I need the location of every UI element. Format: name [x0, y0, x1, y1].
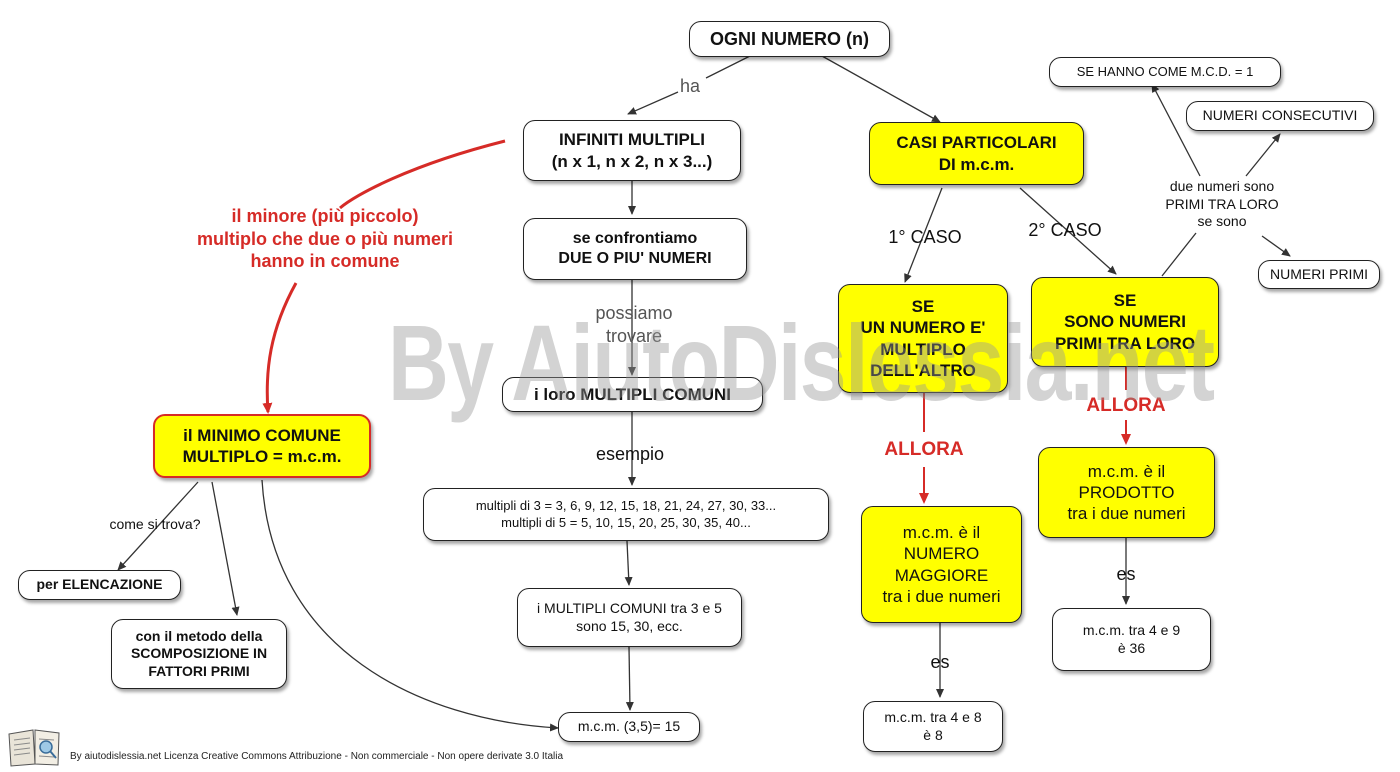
label-allora-caso1: ALLORA — [884, 439, 964, 460]
link-ha-infiniti — [627, 91, 679, 115]
node-numeri-consecutivi: NUMERI CONSECUTIVI — [1186, 101, 1374, 131]
node-ogni-numero: OGNI NUMERO (n) — [689, 21, 890, 57]
label-caso1: 1° CASO — [888, 227, 962, 247]
label-esempio: esempio — [595, 444, 665, 464]
node-multipli-comuni: i loro MULTIPLI COMUNI — [502, 377, 763, 412]
label-definizione-mcm: il minore (più piccolo) multiplo che due… — [196, 206, 453, 271]
node-prodotto: m.c.m. è il PRODOTTO tra i due numeri — [1038, 447, 1215, 538]
book-logo-icon — [8, 729, 60, 767]
link-minimo-mcm — [261, 479, 559, 732]
node-caso1: SE UN NUMERO E' MULTIPLO DELL'ALTRO — [838, 284, 1008, 393]
node-esempio-4-9: m.c.m. tra 4 e 9 è 36 — [1052, 608, 1211, 671]
link-red-definizione-top — [339, 139, 506, 210]
node-mcm-3-5: m.c.m. (3,5)= 15 — [558, 712, 700, 742]
label-possiamo-trovare: possiamo trovare — [595, 303, 673, 346]
node-esempio-multipli: multipli di 3 = 3, 6, 9, 12, 15, 18, 21,… — [423, 488, 829, 541]
node-esempio-4-8: m.c.m. tra 4 e 8 è 8 — [863, 701, 1003, 752]
license-footer: By aiutodislessia.net Licenza Creative C… — [70, 751, 564, 762]
node-numero-maggiore: m.c.m. è il NUMERO MAGGIORE tra i due nu… — [861, 506, 1022, 623]
link-minimo-scomposizione — [211, 481, 240, 616]
node-caso2: SE SONO NUMERI PRIMI TRA LORO — [1031, 277, 1219, 367]
label-come-si-trova: come si trova? — [109, 516, 201, 532]
label-allora-caso2: ALLORA — [1086, 395, 1166, 416]
link-minimo-come — [117, 481, 199, 571]
node-per-elencazione: per ELENCAZIONE — [18, 570, 181, 600]
node-infiniti-multipli: INFINITI MULTIPLI (n x 1, n x 2, n x 3..… — [523, 120, 741, 181]
link-primi-consecutivi — [1245, 133, 1281, 177]
label-caso2: 2° CASO — [1028, 220, 1102, 240]
node-minimo-comune-multiplo: il MINIMO COMUNE MULTIPLO = m.c.m. — [153, 414, 371, 478]
link-ogni-casi — [821, 55, 941, 123]
node-multipli-comuni-3-5: i MULTIPLI COMUNI tra 3 e 5 sono 15, 30,… — [517, 588, 742, 647]
link-casi-caso2 — [1019, 187, 1117, 275]
link-ogni-ha — [705, 55, 751, 79]
label-ha: ha — [679, 76, 701, 96]
label-es-caso2: es — [1116, 564, 1136, 584]
node-mcd-1: SE HANNO COME M.C.D. = 1 — [1049, 57, 1281, 87]
link-esempio-comuni — [624, 540, 633, 586]
node-scomposizione: con il metodo della SCOMPOSIZIONE IN FAT… — [111, 619, 287, 689]
node-casi-particolari: CASI PARTICOLARI DI m.c.m. — [869, 122, 1084, 185]
link-casi-caso1 — [904, 187, 943, 283]
link-primi-mcd — [1151, 83, 1201, 177]
link-red-definizione-bottom — [262, 282, 298, 414]
node-numeri-primi: NUMERI PRIMI — [1258, 260, 1380, 289]
label-primi-tra-loro: due numeri sono PRIMI TRA LORO se sono — [1165, 178, 1279, 229]
label-es-caso1: es — [930, 652, 950, 672]
node-se-confrontiamo: se confrontiamo DUE O PIU' NUMERI — [523, 218, 747, 280]
link-primi-numeri — [1261, 235, 1291, 257]
link-caso2-primi — [1161, 232, 1197, 277]
link-comuni-mcm — [625, 646, 634, 711]
